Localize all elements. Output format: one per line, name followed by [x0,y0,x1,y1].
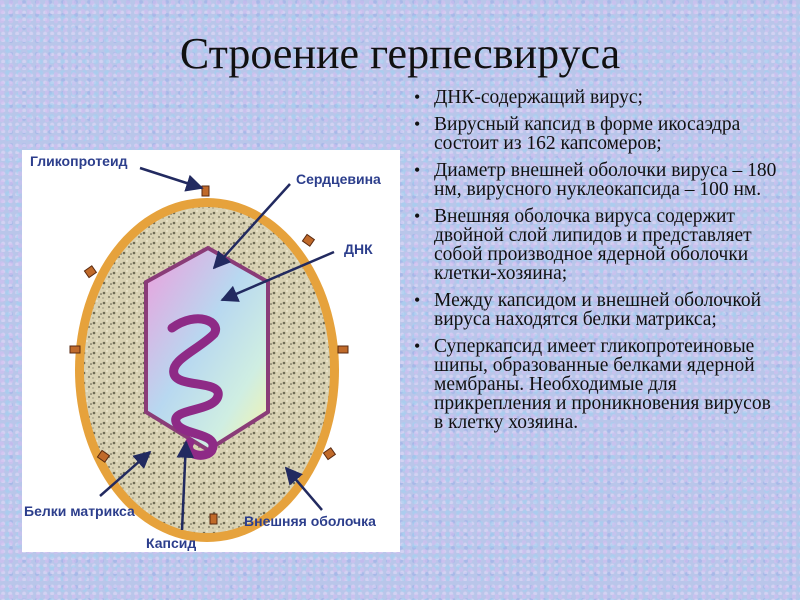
bullet-item: • Суперкапсид имеет гликопротеиновые шипы… [410,336,780,433]
bullet-item: • Вирусный капсид в форме икосаэдра состо… [410,114,780,154]
bullet-dot-icon: • [414,160,421,180]
glycoprotein-spikes [69,185,349,525]
arrow-envelope [284,466,323,511]
dna-strand [167,314,223,460]
label-matrix-proteins: Белки матрикса [24,503,135,519]
arrow-dna [220,250,335,302]
capsid-hexagon [144,245,270,453]
bullet-item: • Диаметр внешней оболочки вируса – 180 н… [410,160,780,200]
bullet-text: Суперкапсид имеет гликопротеиновые шипы,… [434,336,771,433]
label-core: Сердцевина [296,171,381,187]
arrow-glycoprotein [139,166,204,192]
slide-title: Строение герпесвируса [179,29,621,78]
label-glycoprotein: Гликопротеид [30,153,128,169]
bullet-text: Внешняя оболочка вируса содержит двойной… [434,206,752,284]
label-outer-envelope: Внешняя оболочка [244,513,376,529]
herpesvirus-diagram-svg: Гликопротеид Сердцевина ДНК Белки матрик… [24,153,381,551]
facts-list: • ДНК-содержащий вирус; • Вирусный капсид … [410,88,780,440]
bullet-item: • ДНК-содержащий вирус; [410,87,780,108]
bullet-text: Вирусный капсид в форме икосаэдра состои… [434,114,741,154]
bullet-text: Диаметр внешней оболочки вируса – 180 нм… [434,160,777,200]
label-dna: ДНК [344,241,373,257]
pointer-arrows [99,166,335,531]
bullet-text: Между капсидом и внешней оболочкой вирус… [434,290,762,330]
bullet-dot-icon: • [414,290,421,310]
arrow-core [212,183,291,270]
label-capsid: Капсид [146,535,196,551]
herpesvirus-diagram: Гликопротеид Сердцевина ДНК Белки матрик… [22,150,400,552]
bullet-item: • Внешняя оболочка вируса содержит двойно… [410,206,780,284]
bullet-item: • Между капсидом и внешней оболочкой виру… [410,290,780,330]
bullet-dot-icon: • [414,87,421,107]
bullet-dot-icon: • [414,114,421,134]
bullet-text: ДНК-содержащий вирус; [434,87,643,108]
bullet-dot-icon: • [414,206,421,226]
arrow-matrix [99,450,152,497]
arrow-capsid [176,440,195,531]
bullet-dot-icon: • [414,336,421,356]
